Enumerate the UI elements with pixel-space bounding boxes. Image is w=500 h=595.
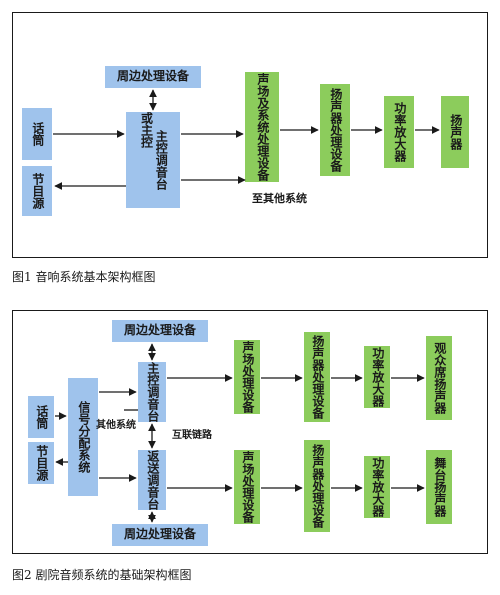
fig2-peripheral-top-label: 周边处理设备	[123, 323, 196, 338]
fig2-source-label: 节目源	[34, 445, 49, 481]
fig1-mic-box: 话筒	[22, 108, 52, 160]
fig1-peripheral-box: 周边处理设备	[105, 66, 201, 88]
fig2-top-sound-field-box: 声场处理设备	[234, 340, 260, 414]
fig1-speaker-proc-label: 扬声器处理设备	[328, 88, 343, 172]
fig1-sound-field-box: 声场及系统处理设备	[245, 72, 279, 182]
fig1-source-box: 节目源	[22, 166, 52, 216]
fig2-top-speaker-proc-box: 扬声器处理设备	[304, 332, 330, 422]
fig1-speaker-label: 扬声器	[448, 114, 463, 150]
fig2-top-chain-2: 扬声器处理设备	[310, 335, 325, 419]
fig2-mic-box: 话筒	[28, 396, 54, 438]
fig2-mic-label: 话筒	[34, 405, 49, 429]
fig1-caption: 图1 音响系统基本架构框图	[12, 270, 156, 284]
fig2-return-console-box: 返送调音台	[138, 450, 166, 510]
fig2-return-console-label: 返送调音台	[145, 450, 160, 510]
fig2-top-speaker-box: 观众席扬声器	[426, 336, 452, 420]
fig2-peripheral-bottom-label: 周边处理设备	[123, 527, 196, 542]
fig2-bottom-sound-field-box: 声场处理设备	[234, 450, 260, 524]
fig2-interconnect-label: 互联链路	[172, 430, 212, 441]
fig1-mic-label: 话筒	[30, 122, 45, 146]
fig2-bottom-chain-4: 舞台扬声器	[432, 457, 447, 517]
fig2-top-chain-4: 观众席扬声器	[432, 342, 447, 414]
fig1-console-label-1: 主控调音台	[154, 130, 169, 190]
fig2-caption: 图2 剧院音频系统的基础架构框图	[12, 568, 192, 582]
fig2-main-console-box: 主控调音台	[138, 362, 166, 422]
fig1-peripheral-label: 周边处理设备	[116, 69, 189, 84]
fig2-splitter-label: 信号分配系统	[76, 401, 91, 473]
fig2-top-chain-3: 功率放大器	[370, 347, 385, 407]
fig1-amp-label: 功率放大器	[392, 102, 407, 162]
fig2-bottom-chain-3: 功率放大器	[370, 457, 385, 517]
fig1-console-box: 主控调音台 或主控	[126, 112, 180, 208]
fig2-peripheral-top-box: 周边处理设备	[112, 320, 208, 342]
fig2-main-console-label: 主控调音台	[145, 362, 160, 422]
fig2-splitter-box: 信号分配系统	[68, 378, 98, 496]
fig1-amp-box: 功率放大器	[384, 96, 414, 168]
fig2-source-box: 节目源	[28, 442, 54, 484]
fig1-other-systems-label: 至其他系统	[252, 192, 307, 205]
fig2-bottom-chain-1: 声场处理设备	[240, 451, 255, 523]
fig2-top-chain-1: 声场处理设备	[240, 341, 255, 413]
fig2-peripheral-bottom-box: 周边处理设备	[112, 524, 208, 546]
fig1-speaker-box: 扬声器	[441, 96, 469, 168]
fig1-sound-field-label: 声场及系统处理设备	[255, 73, 270, 181]
fig2-bottom-chain-2: 扬声器处理设备	[310, 444, 325, 528]
fig2-bottom-speaker-proc-box: 扬声器处理设备	[304, 440, 330, 532]
fig2-bottom-speaker-box: 舞台扬声器	[426, 450, 452, 524]
fig1-speaker-proc-box: 扬声器处理设备	[320, 84, 350, 176]
fig1-console-label-2: 或主控	[139, 112, 154, 148]
fig1-source-label: 节目源	[30, 173, 45, 209]
fig2-other-systems-label: 其他系统	[96, 420, 136, 431]
fig2-bottom-amp-box: 功率放大器	[364, 456, 390, 518]
fig2-top-amp-box: 功率放大器	[364, 346, 390, 408]
